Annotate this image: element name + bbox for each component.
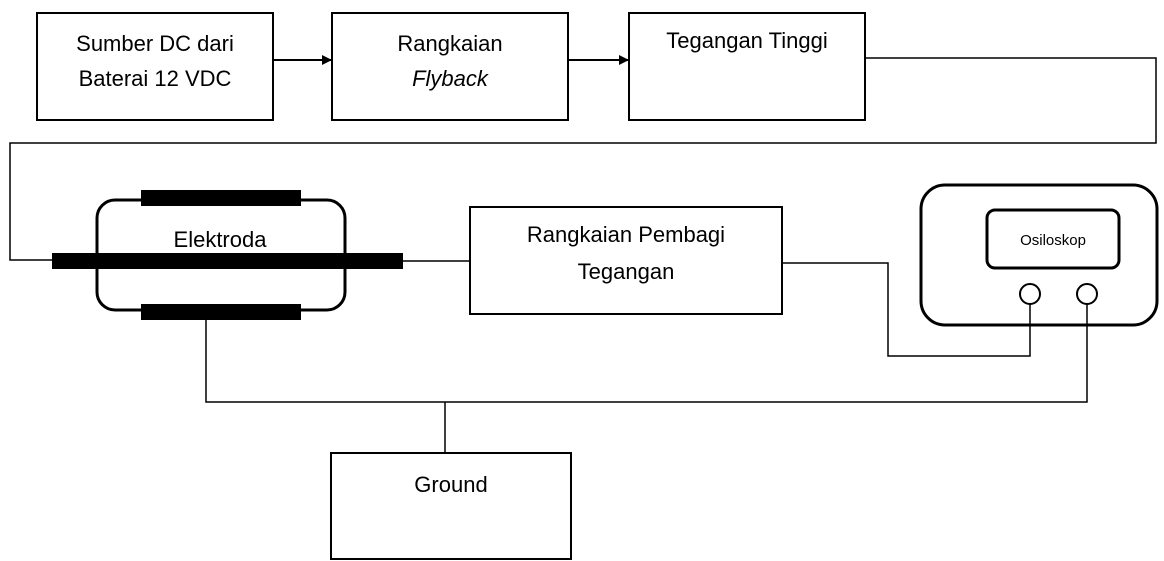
electrode-top-plate	[141, 190, 301, 206]
oscilloscope-probe-port-1	[1019, 283, 1041, 305]
wire-ground-bus	[205, 304, 1088, 403]
electrode-center-rod	[52, 253, 403, 269]
oscilloscope-screen	[985, 208, 1121, 270]
flyback-block: Rangkaian Flyback	[331, 12, 569, 121]
divider-label-line2: Tegangan	[578, 259, 675, 284]
oscilloscope-label: Osiloskop	[1020, 232, 1086, 249]
dc-source-block: Sumber DC dari Baterai 12 VDC	[36, 12, 274, 121]
ground-block: Ground	[330, 452, 572, 560]
high-voltage-block: Tegangan Tinggi	[628, 12, 866, 121]
oscilloscope: Osiloskop	[919, 183, 1159, 327]
wire-high-voltage-to-electrode	[9, 57, 1157, 261]
dc-source-label-line1: Sumber DC dari	[76, 31, 234, 56]
flyback-label-line2: Flyback	[412, 66, 489, 91]
oscilloscope-probe-port-2	[1076, 283, 1098, 305]
electrode-assembly: Elektroda	[52, 190, 403, 320]
electrode-label: Elektroda	[174, 227, 268, 252]
voltage-divider-block: Rangkaian Pembagi Tegangan	[469, 206, 783, 315]
electrode-bottom-plate	[141, 304, 301, 320]
divider-label-line1: Rangkaian Pembagi	[527, 222, 725, 247]
dc-source-label-line2: Baterai 12 VDC	[79, 66, 232, 91]
wire-divider-to-oscilloscope	[782, 262, 1031, 357]
flyback-label-line1: Rangkaian	[397, 31, 502, 56]
high-voltage-label: Tegangan Tinggi	[666, 28, 827, 53]
ground-label: Ground	[414, 472, 487, 497]
